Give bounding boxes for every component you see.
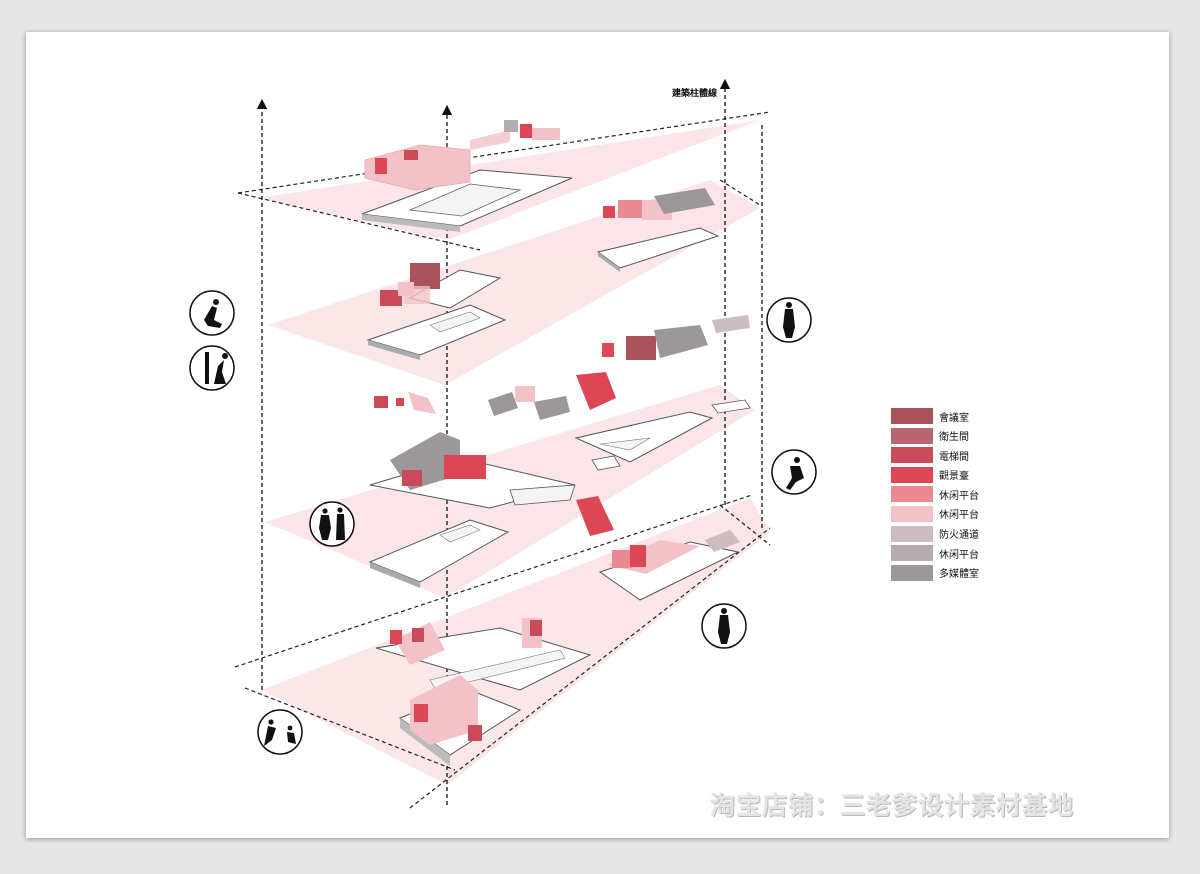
legend-label: 電梯間 [939, 451, 969, 463]
legend-item: 觀景臺 [891, 466, 1011, 483]
floor3-right-rooms [602, 315, 750, 360]
floor2-left [369, 432, 576, 509]
person-lounging-icon [189, 290, 235, 336]
legend-swatch [891, 466, 933, 483]
top-floor [361, 120, 573, 232]
legend-swatch [891, 505, 933, 522]
legend-item: 休闲平台 [891, 545, 1011, 562]
legend-label: 休闲平台 [939, 490, 979, 502]
legend-label: 多媒體室 [939, 569, 979, 581]
legend-item: 會議室 [891, 408, 1011, 424]
column-line-label: 建築柱體線 [672, 89, 718, 99]
ground-main [375, 618, 592, 766]
legend-item: 衛生間 [891, 427, 1011, 444]
floor1-left [368, 496, 614, 588]
legend-swatch [891, 427, 933, 444]
legend-label: 觀景臺 [939, 471, 969, 483]
legend-swatch [891, 447, 933, 464]
legend-swatch [891, 525, 933, 542]
people-stretching-icon [189, 345, 235, 391]
legend-label: 會議室 [939, 412, 969, 424]
legend-label: 休闲平台 [939, 549, 979, 561]
ground-right [598, 530, 740, 601]
legend-item: 休闲平台 [891, 486, 1011, 503]
people-playing-icon [257, 709, 303, 755]
standing-person-icon [766, 297, 812, 343]
legend-label: 休闲平台 [939, 510, 979, 522]
legend-label: 防火通道 [939, 530, 979, 542]
floating-rooms [374, 372, 616, 420]
legend-item: 防火通道 [891, 525, 1011, 542]
legend-swatch [891, 408, 933, 424]
floor3-right [596, 188, 720, 272]
legend-item: 電梯間 [891, 447, 1011, 464]
legend-swatch [891, 545, 933, 562]
standing-person-icon [701, 603, 747, 649]
plane-outlines [234, 111, 771, 809]
legend-swatch [891, 564, 933, 581]
legend-label: 衛生間 [939, 432, 969, 444]
watermark: 淘宝店铺：三老爹设计素材基地 [710, 791, 1075, 820]
standing-couple-icon [309, 501, 355, 547]
activity-icons [189, 290, 817, 755]
floor2-right [574, 399, 751, 471]
legend-item: 休闲平台 [891, 505, 1011, 522]
legend: 會議室衛生間電梯間觀景臺休闲平台休闲平台防火通道休闲平台多媒體室 [891, 408, 1011, 584]
legend-swatch [891, 486, 933, 503]
legend-item: 多媒體室 [891, 564, 1011, 581]
seated-person-icon [771, 449, 817, 495]
floor3-left [366, 263, 507, 360]
